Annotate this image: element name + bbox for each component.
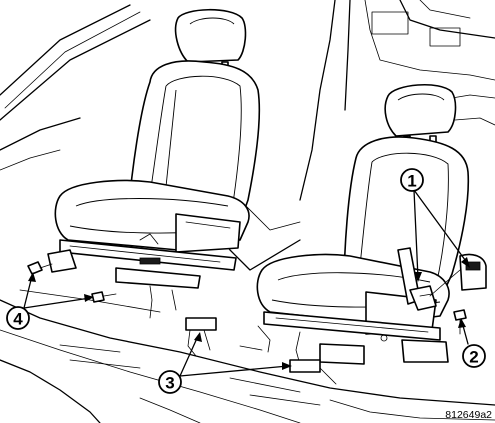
- callout-3-label: 3: [165, 374, 174, 393]
- callout-2-label: 2: [469, 348, 478, 367]
- callout-4-label: 4: [13, 310, 23, 329]
- callout-1: 1: [400, 168, 424, 192]
- leader-lines: [23, 189, 470, 377]
- left-seat: [47, 8, 261, 357]
- callout-3: 3: [158, 370, 182, 394]
- figure-id: 812649a2: [445, 409, 492, 421]
- callout-4: 4: [6, 306, 30, 330]
- right-seat: [239, 83, 470, 385]
- callout-1-label: 1: [407, 172, 416, 191]
- callout-2: 2: [462, 344, 486, 368]
